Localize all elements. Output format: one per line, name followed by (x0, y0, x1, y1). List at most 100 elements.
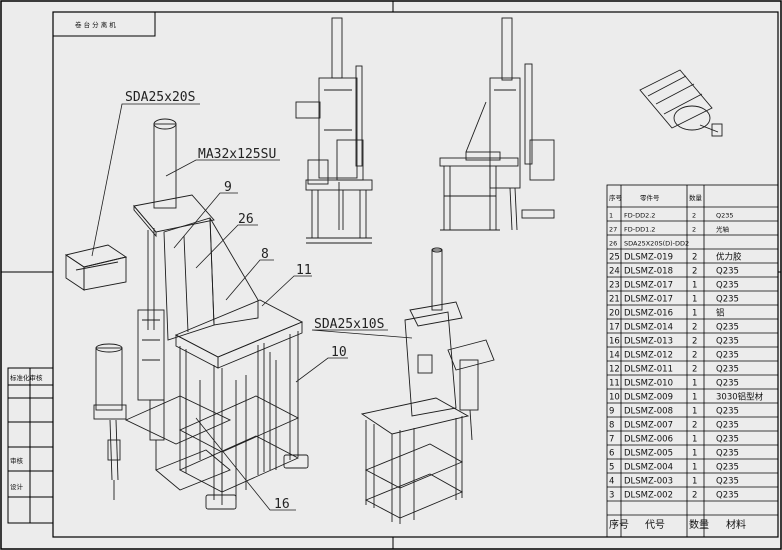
bom-cell-qty: 2 (692, 226, 696, 234)
bom-header-code: 代号 (645, 519, 665, 531)
bom-cell-material: 3030铝型材 (716, 392, 764, 403)
bom-cell-seq: 20 (609, 309, 620, 319)
bom-cell-code: FD-DD1.2 (624, 226, 655, 234)
side-label: 审核 (10, 456, 24, 465)
bom-cell-seq: 1 (609, 212, 613, 220)
bom-cell-qty: 1 (692, 407, 697, 417)
bom-cell-code: DLSMZ-008 (624, 407, 673, 417)
bom-cell-material: Q235 (716, 351, 739, 361)
bom-cell-code: DLSMZ-006 (624, 435, 673, 445)
bom-top-header: 序号 零件号 数量 (609, 193, 703, 202)
bom-cell-code: DLSMZ-004 (624, 463, 673, 473)
bom-cell-code: DLSMZ-014 (624, 323, 673, 333)
bom-cell-qty: 1 (692, 379, 697, 389)
callout-9: 9 (224, 180, 232, 195)
bom-cell-material: Q235 (716, 323, 739, 333)
title-tab-text: 卷 台 分 离 机 (75, 20, 116, 29)
bom-cell-seq: 8 (609, 421, 614, 431)
secondary-isometric-view (360, 247, 495, 524)
bom-header-seq: 序号 (609, 518, 629, 531)
callout-sda25x10s: SDA25x10S (314, 317, 384, 332)
bom-cell-qty: 1 (692, 393, 697, 403)
bom-cell-code: DLSMZ-005 (624, 449, 673, 459)
bom-cell-seq: 3 (609, 491, 614, 501)
bom-cell-code: DLSMZ-009 (624, 393, 673, 403)
bom-cell-seq: 9 (609, 407, 614, 417)
bom-cell-material: Q235 (716, 295, 739, 305)
bom-cell-qty: 1 (692, 463, 697, 473)
bom-cell-code: DLSMZ-002 (624, 491, 673, 501)
bom-header-material: 材料 (726, 518, 746, 531)
bom-top-header-seq: 序号 (609, 193, 623, 202)
cylinder-detail-view (639, 69, 723, 137)
bom-cell-code: SDA25X20S(D)-DD2 (624, 240, 689, 248)
bom-cell-code: DLSMZ-017 (624, 295, 673, 305)
bom-cell-material: Q235 (716, 463, 739, 473)
bom-cell-material: Q235 (716, 212, 734, 220)
side-label: 标准化审核 (10, 373, 43, 382)
bom-cell-qty: 2 (692, 212, 696, 220)
bom-cell-code: DLSMZ-019 (624, 253, 673, 263)
bom-cell-qty: 1 (692, 281, 697, 291)
bom-cell-material: 优力胶 (716, 252, 742, 263)
front-elevation-view (295, 17, 373, 244)
callout-sda25x20s: SDA25x20S (125, 90, 195, 105)
callout-16: 16 (274, 497, 290, 512)
callout-26: 26 (238, 212, 254, 227)
bom-cell-material: Q235 (716, 379, 739, 389)
bom-cell-seq: 24 (609, 267, 620, 277)
bom-cell-material: Q235 (716, 491, 739, 501)
callout-labels: SDA25x20S MA32x125SU 9 26 8 11 SDA25x10S… (125, 90, 384, 512)
bom-cell-qty: 2 (692, 267, 697, 277)
bom-cell-seq: 14 (609, 351, 620, 361)
bom-footer-header: 序号 代号 数量 材料 (609, 518, 746, 531)
bom-cell-seq: 7 (609, 435, 614, 445)
bom-cell-material: 铝 (716, 308, 725, 319)
side-label: 设计 (10, 482, 24, 491)
bom-cell-qty: 2 (692, 365, 697, 375)
bom-cell-qty: 1 (692, 435, 697, 445)
bom-cell-code: DLSMZ-012 (624, 351, 673, 361)
bom-cell-code: DLSMZ-010 (624, 379, 673, 389)
bom-cell-code: DLSMZ-018 (624, 267, 673, 277)
bom-cell-seq: 26 (609, 240, 617, 248)
bom-cell-qty: 2 (692, 491, 697, 501)
bom-cell-code: DLSMZ-017 (624, 281, 673, 291)
bom-cell-seq: 23 (609, 281, 620, 291)
bom-cell-code: DLSMZ-013 (624, 337, 673, 347)
bom-cell-seq: 27 (609, 226, 617, 234)
bom-cell-code: DLSMZ-007 (624, 421, 673, 431)
bom-cell-seq: 12 (609, 365, 620, 375)
bom-cell-seq: 4 (609, 477, 614, 487)
bom-top-header-qty: 数量 (689, 193, 703, 202)
side-labels: 标准化审核 审核 设计 (10, 373, 43, 491)
side-signature-block (7, 367, 54, 524)
bom-cell-seq: 11 (609, 379, 620, 389)
bom-cell-qty: 2 (692, 421, 697, 431)
callout-10: 10 (331, 345, 347, 360)
main-isometric-view (64, 118, 309, 510)
bom-cell-qty: 2 (692, 337, 697, 347)
bom-cell-qty: 2 (692, 323, 697, 333)
bom-cell-seq: 10 (609, 393, 620, 403)
bom-header-qty: 数量 (689, 518, 709, 531)
bom-cell-qty: 1 (692, 309, 697, 319)
bom-cell-material: Q235 (716, 281, 739, 291)
bom-cell-qty: 1 (692, 477, 697, 487)
callout-11: 11 (296, 263, 312, 278)
bom-cell-code: DLSMZ-003 (624, 477, 673, 487)
bom-cell-qty: 2 (692, 253, 697, 263)
bom-cell-material: Q235 (716, 365, 739, 375)
bom-cell-code: FD-DD2.2 (624, 212, 655, 220)
bom-cell-qty: 1 (692, 449, 697, 459)
bom-cell-seq: 21 (609, 295, 620, 305)
bom-cell-code: DLSMZ-011 (624, 365, 673, 375)
bom-cell-material: Q235 (716, 421, 739, 431)
bom-cell-material: Q235 (716, 435, 739, 445)
bom-top-header-code: 零件号 (640, 193, 660, 202)
bom-cell-seq: 6 (609, 449, 614, 459)
title-tab: 卷 台 分 离 机 (52, 11, 156, 37)
